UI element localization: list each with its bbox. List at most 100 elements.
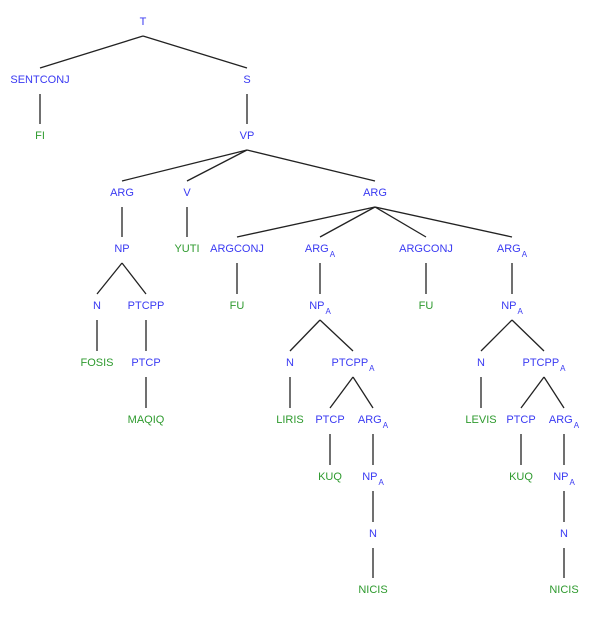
node-label: PTCP [315, 414, 345, 426]
nonterminal-node: NPA [553, 471, 575, 487]
node-subscript: A [369, 364, 375, 373]
nonterminal-node: NPA [309, 300, 331, 316]
tree-edge [39, 35, 144, 69]
node-label: LEVIS [465, 414, 497, 426]
terminal-node: FI [35, 130, 45, 143]
node-label: LIRIS [276, 414, 304, 426]
terminal-node: FOSIS [80, 357, 113, 370]
nonterminal-node: PTCPPA [331, 357, 375, 373]
tree-edge [329, 376, 354, 409]
tree-edge [352, 376, 374, 409]
tree-edge [246, 149, 376, 182]
node-label: N [93, 300, 101, 312]
node-subscript: A [382, 421, 389, 430]
terminal-node: NICIS [549, 584, 578, 597]
nonterminal-node: ARG [110, 187, 134, 200]
tree-edge [374, 206, 513, 238]
node-label: T [139, 16, 147, 28]
node-subscript: A [560, 364, 566, 373]
tree-edge [142, 35, 248, 69]
tree-edge [480, 319, 513, 352]
nonterminal-node: ARGCONJ [210, 243, 264, 256]
node-label: NP [309, 300, 325, 312]
nonterminal-node: ARGA [548, 414, 580, 430]
nonterminal-node: N [560, 528, 568, 541]
node-label: KUQ [318, 471, 342, 483]
node-subscript: A [521, 250, 528, 259]
tree-edge [121, 149, 248, 182]
nonterminal-node: PTCPPA [522, 357, 566, 373]
nonterminal-node: ARGA [357, 414, 389, 430]
node-label: V [183, 187, 191, 199]
tree-edge [186, 149, 248, 182]
nonterminal-node: NP [114, 243, 129, 256]
terminal-node: KUQ [509, 471, 533, 484]
tree-edge [520, 376, 545, 409]
node-label: FU [418, 300, 434, 312]
node-label: ARG [357, 414, 382, 426]
node-label: ARG [304, 243, 329, 255]
node-label: ARG [363, 187, 387, 199]
terminal-node: FU [230, 300, 245, 313]
node-subscript: A [329, 250, 336, 259]
nonterminal-node: NPA [501, 300, 523, 316]
node-label: VP [239, 130, 255, 142]
node-label: NP [114, 243, 130, 255]
node-label: NICIS [358, 584, 388, 596]
node-label: PTCPP [522, 357, 560, 369]
terminal-node: NICIS [358, 584, 387, 597]
tree-edge [319, 319, 354, 352]
node-label: NP [501, 300, 517, 312]
node-label: KUQ [509, 471, 533, 483]
node-label: NP [553, 471, 569, 483]
tree-edge [96, 262, 123, 295]
nonterminal-node: ARGA [304, 243, 336, 259]
terminal-node: MAQIQ [128, 414, 165, 427]
node-label: YUTI [174, 243, 200, 255]
node-subscript: A [573, 421, 580, 430]
nonterminal-node: PTCPP [128, 300, 165, 313]
node-label: FI [35, 130, 45, 142]
tree-edge [511, 319, 545, 352]
node-label: ARG [548, 414, 573, 426]
terminal-node: KUQ [318, 471, 342, 484]
tree-edge [543, 376, 565, 409]
nonterminal-node: SENTCONJ [10, 74, 69, 87]
node-label: PTCP [506, 414, 536, 426]
node-label: N [477, 357, 485, 369]
terminal-node: FU [419, 300, 434, 313]
node-label: NP [362, 471, 378, 483]
terminal-node: YUTI [174, 243, 199, 256]
tree-edge [289, 319, 321, 352]
nonterminal-node: ARGA [497, 243, 528, 259]
node-label: N [369, 528, 377, 540]
tree-edge [121, 262, 147, 295]
terminal-node: LEVIS [465, 414, 496, 427]
node-subscript: A [378, 478, 384, 487]
node-label: N [286, 357, 294, 369]
node-subscript: A [517, 307, 523, 316]
node-label: NICIS [549, 584, 579, 596]
node-label: FOSIS [80, 357, 114, 369]
nonterminal-node: PTCP [506, 414, 535, 427]
node-label: ARG [110, 187, 134, 199]
node-label: PTCPP [127, 300, 165, 312]
node-label: PTCPP [331, 357, 369, 369]
nonterminal-node: PTCP [315, 414, 344, 427]
nonterminal-node: VP [240, 130, 255, 143]
node-label: ARGCONJ [399, 243, 453, 255]
nonterminal-node: NPA [362, 471, 384, 487]
node-subscript: A [569, 478, 575, 487]
nonterminal-node: S [243, 74, 250, 87]
nonterminal-node: N [286, 357, 294, 370]
tree-edge [236, 206, 376, 238]
nonterminal-node: V [183, 187, 190, 200]
node-label: SENTCONJ [10, 74, 70, 86]
nonterminal-node: T [140, 16, 147, 29]
node-label: ARGCONJ [210, 243, 264, 255]
node-label: S [243, 74, 251, 86]
node-label: MAQIQ [127, 414, 165, 426]
nonterminal-node: ARG [363, 187, 387, 200]
nonterminal-node: N [93, 300, 101, 313]
